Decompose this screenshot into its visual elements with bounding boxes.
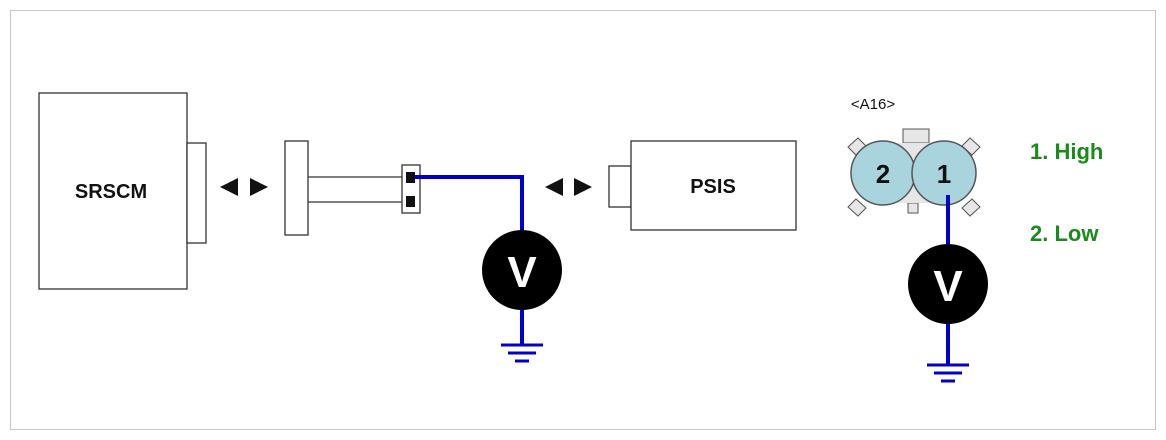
pin-1-label: 1 xyxy=(937,159,951,189)
voltmeter-left-label: V xyxy=(507,248,537,297)
connection-arrow-left xyxy=(220,178,268,196)
ground-symbol-left xyxy=(501,343,543,363)
legend-pin-1: 1. High xyxy=(1030,139,1103,164)
voltmeter-right-label: V xyxy=(933,262,963,311)
diagram-frame xyxy=(10,10,1156,430)
srscm-label: SRSCM xyxy=(75,181,147,203)
psis-label: PSIS xyxy=(690,176,736,198)
connector-id-label: <A16> xyxy=(851,96,895,113)
connection-arrow-right xyxy=(545,178,592,196)
harness-connector xyxy=(284,140,421,236)
voltmeter-left: V xyxy=(482,230,562,310)
legend-pin-2: 2. Low xyxy=(1030,221,1099,246)
terminal-pin-lower xyxy=(406,196,415,207)
pin-1-circle xyxy=(911,140,977,206)
voltmeter-right: V xyxy=(908,244,988,324)
psis-sensor: PSIS xyxy=(608,140,797,231)
pin-2-label: 2 xyxy=(876,159,890,189)
pin-legend: 1. High 2. Low xyxy=(1030,139,1103,246)
ground-symbol-right xyxy=(927,363,969,383)
srscm-module: SRSCM xyxy=(38,92,207,290)
a16-connector-face: 2 1 xyxy=(847,128,981,217)
terminal-pin-upper xyxy=(406,172,415,183)
